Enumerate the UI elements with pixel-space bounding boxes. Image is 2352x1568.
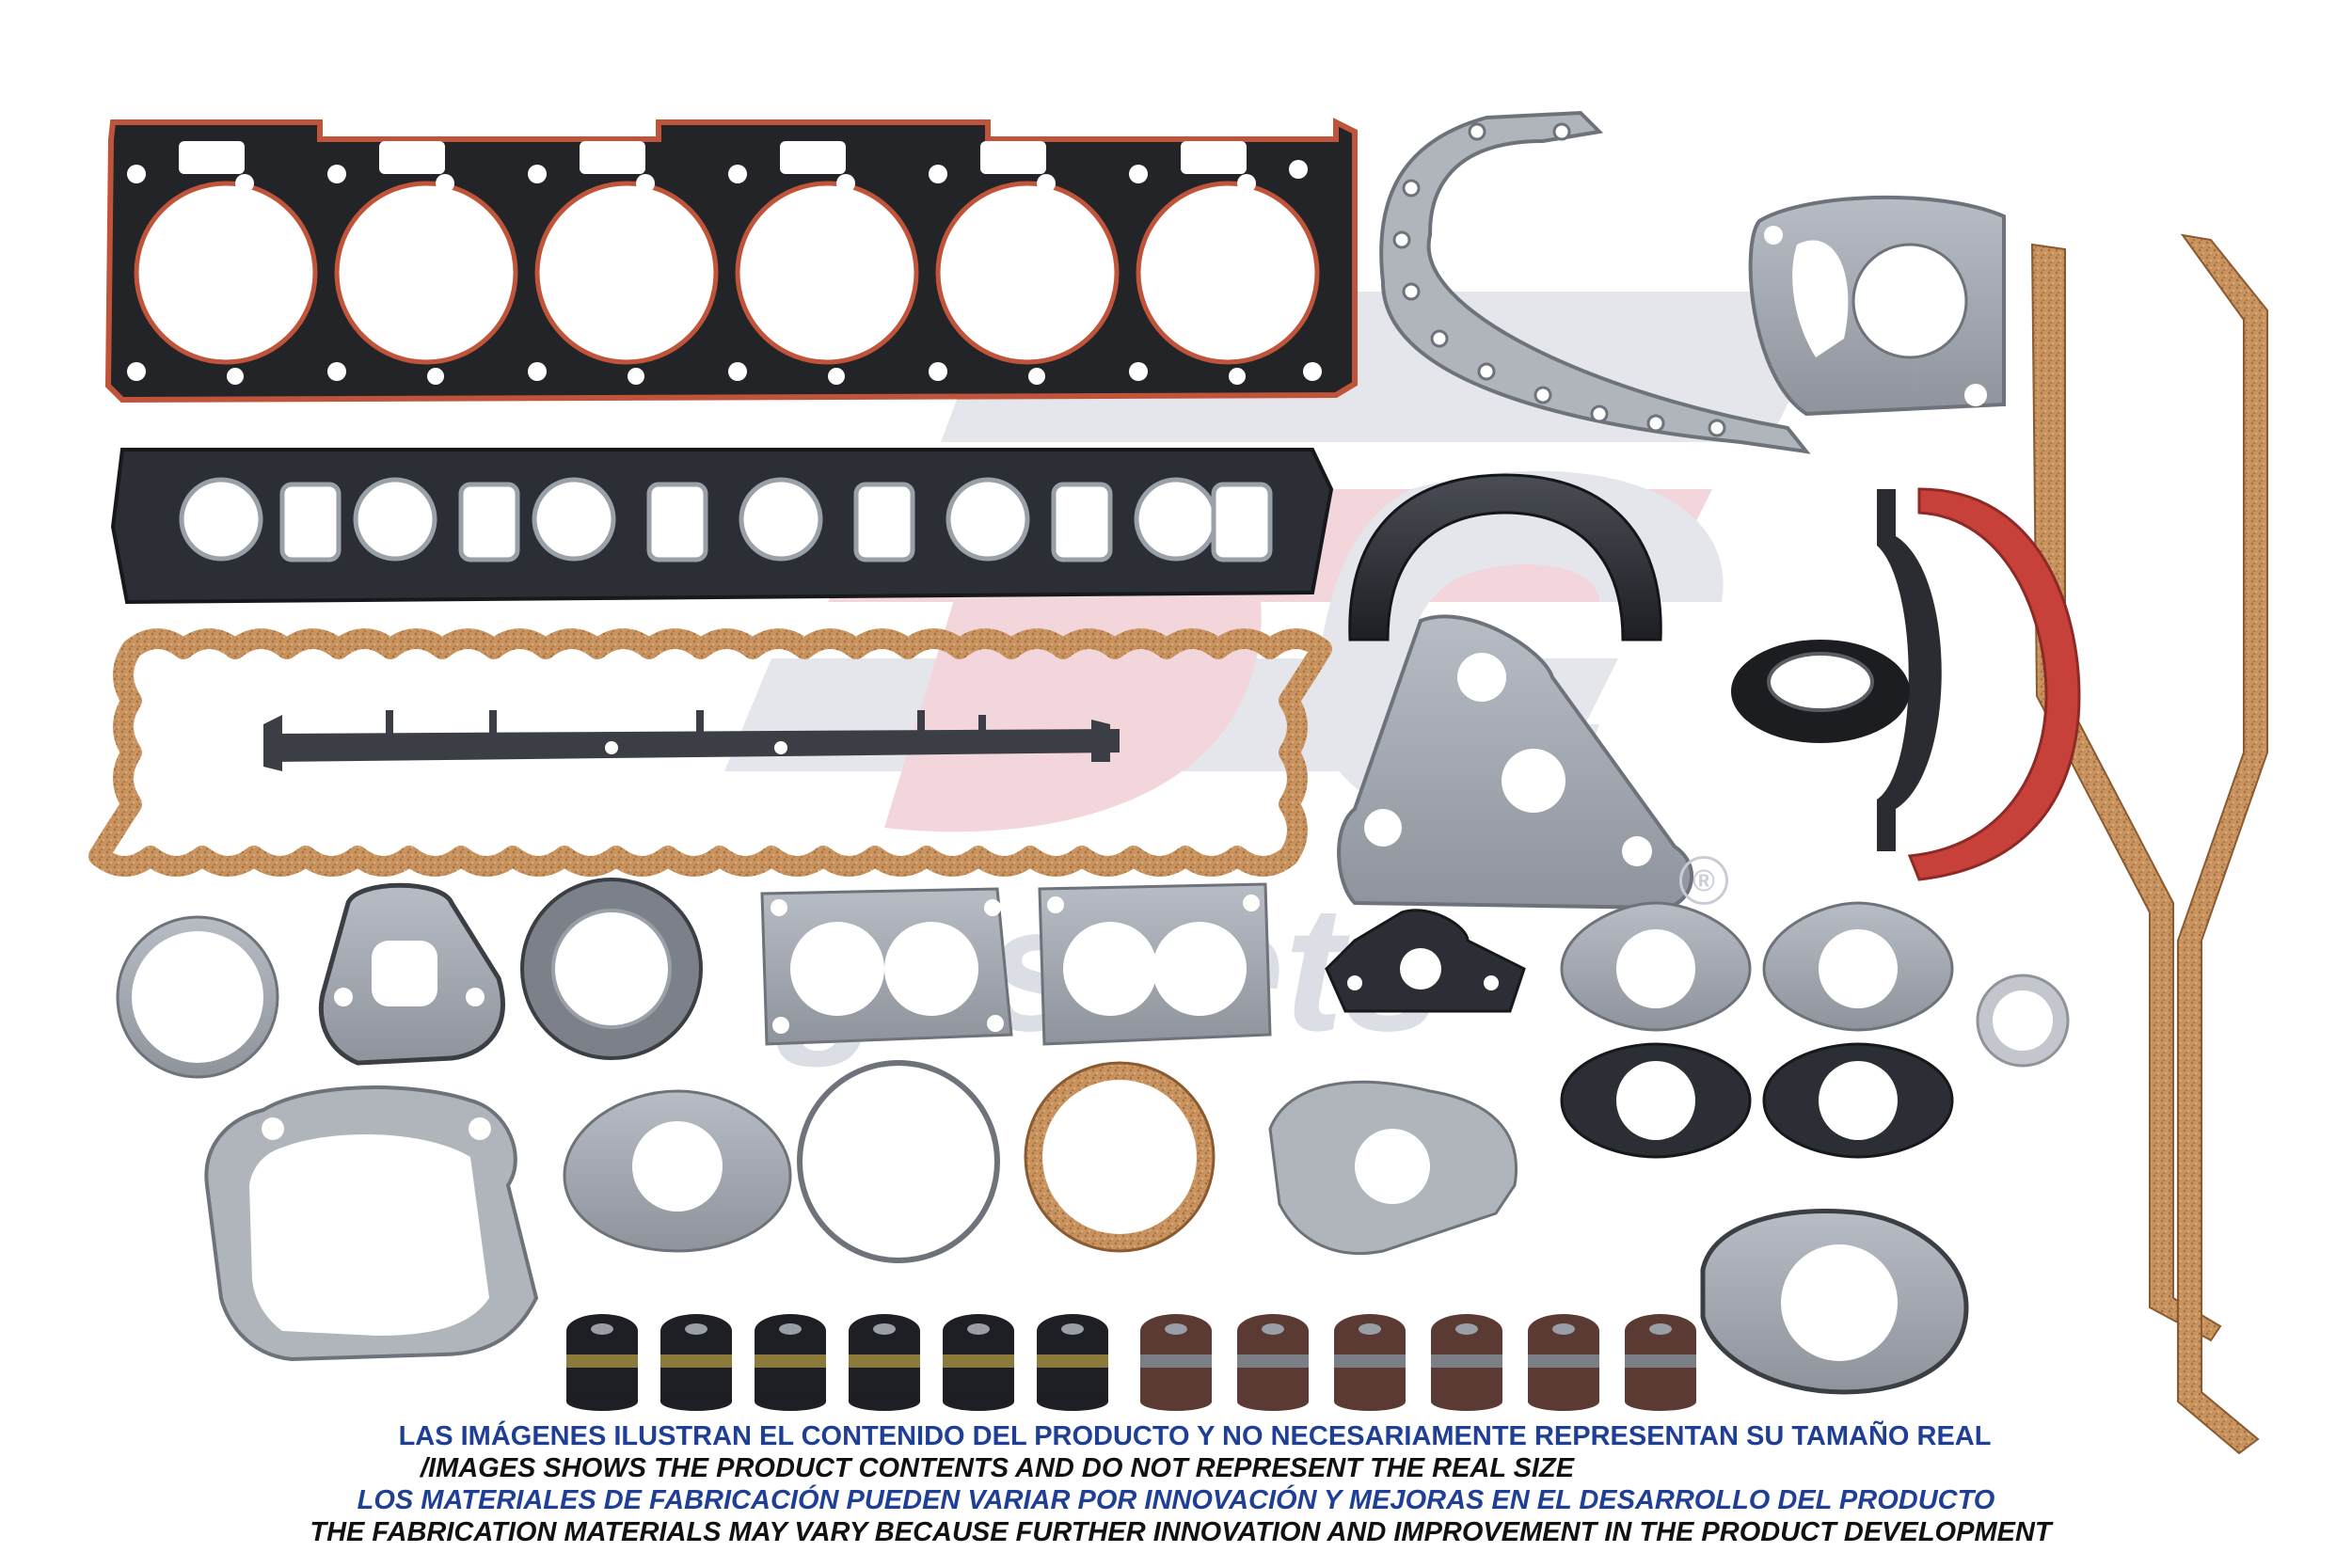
fuel-pump-ring-gasket: [116, 915, 279, 1079]
water-outlet-gasket-3: [1560, 1042, 1752, 1159]
water-pump-gasket-top: [1748, 195, 2006, 417]
fuel-pump-gasket: [318, 882, 505, 1066]
thermostat-gasket: [1325, 909, 1526, 1013]
disclaimer-line-2: /IMAGES SHOWS THE PRODUCT CONTENTS AND D…: [420, 1453, 1575, 1483]
valve-seal-black: [1037, 1314, 1108, 1411]
large-ring-gasket: [797, 1060, 1000, 1263]
water-outlet-gasket-4: [1762, 1042, 1954, 1159]
timing-case-gasket-large: [204, 1085, 539, 1362]
carburetor-gasket-left: [760, 887, 1013, 1046]
cylinder-bore: [534, 181, 719, 365]
oil-pan-rail-gasket-right: [2177, 233, 2268, 1455]
disclaimer-line-1: LAS IMÁGENES ILUSTRAN EL CONTENIDO DEL P…: [398, 1421, 1992, 1451]
cylinder-bore: [935, 181, 1120, 365]
small-ring-gasket: [1976, 974, 2070, 1068]
oil-pan-rail-gasket-left: [2030, 243, 2222, 1342]
manifold-gasket: [110, 448, 1334, 605]
rear-seal-retainer: [1877, 489, 1942, 851]
crank-oil-seal: [1731, 640, 1910, 743]
valve-seal-black: [660, 1314, 732, 1411]
valve-cover-cork-gasket: [88, 628, 1332, 877]
timing-cover-strip-gasket: [263, 710, 1120, 771]
carburetor-gasket-right: [1038, 882, 1272, 1046]
valve-seal-brown: [1334, 1314, 1406, 1411]
valve-seal-black: [755, 1314, 826, 1411]
disclaimer-line-3: LOS MATERIALES DE FABRICACIÓN PUEDEN VAR…: [357, 1485, 1995, 1515]
water-outlet-gasket-2: [1762, 901, 1954, 1032]
valve-seal-brown: [1431, 1314, 1502, 1411]
water-pump-gasket-lower: [1268, 1080, 1518, 1256]
valve-seal-brown: [1625, 1314, 1696, 1411]
valve-seal-brown: [1528, 1314, 1599, 1411]
valve-seal-brown: [1140, 1314, 1212, 1411]
valve-stem-seals: [566, 1314, 1696, 1411]
water-outlet-gasket-1: [1560, 901, 1752, 1032]
valve-seal-brown: [1237, 1314, 1309, 1411]
egr-gasket: [563, 1089, 792, 1253]
valve-seal-black: [849, 1314, 920, 1411]
registered-trademark-icon: ®: [1679, 856, 1728, 905]
cylinder-bore: [334, 181, 518, 365]
rear-main-seal-red: [1907, 487, 2081, 881]
valve-seal-black: [943, 1314, 1014, 1411]
cylinder-bore: [134, 181, 318, 365]
cylinder-bore: [735, 181, 919, 365]
cork-ring-gasket: [1024, 1061, 1216, 1253]
timing-cover-gasket: [1379, 110, 1811, 454]
valve-seal-black: [566, 1314, 638, 1411]
cylinder-head-gasket: [104, 118, 1358, 404]
disclaimer-line-4: THE FABRICATION MATERIALS MAY VARY BECAU…: [310, 1517, 2052, 1547]
exhaust-donut-gasket: [520, 878, 703, 1060]
rear-main-seal-dark: [1348, 473, 1662, 641]
cylinder-bore: [1136, 181, 1320, 365]
oil-filter-adapter-gasket: [1700, 1209, 1969, 1395]
